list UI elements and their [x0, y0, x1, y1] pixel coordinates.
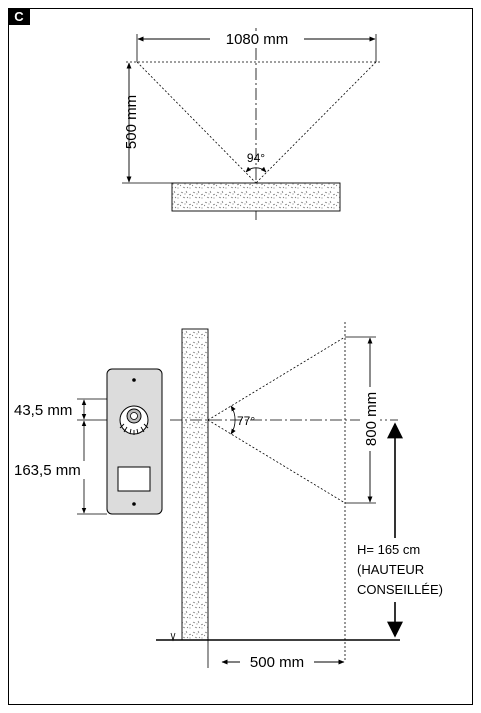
- offset-body-label: 163,5 mm: [14, 462, 81, 479]
- distance-label-bg: [240, 654, 314, 670]
- offset-body-label-bg: [12, 461, 102, 479]
- door-panel: [106, 368, 163, 515]
- install-height-line1: H= 165 cm: [357, 542, 420, 557]
- height-label: 800 mm: [363, 392, 380, 446]
- angle-label-side: 77°: [237, 414, 255, 428]
- fov-lower-edge: [207, 419, 346, 504]
- ground-tick: [170, 632, 176, 642]
- depth-label: 500 mm: [123, 95, 140, 149]
- angle-label-top: 94°: [247, 151, 265, 165]
- figure-frame: [8, 8, 473, 705]
- top-wall-section: [171, 182, 341, 212]
- side-wall-section: [181, 328, 209, 641]
- fov-left-edge: [136, 61, 257, 184]
- panel-screw-bottom: [132, 502, 136, 506]
- name-plate: [117, 466, 151, 492]
- panel-screw-top: [132, 378, 136, 382]
- fov-upper-edge: [207, 336, 346, 421]
- install-height-label-bg: [352, 538, 450, 602]
- distance-label: 500 mm: [250, 654, 304, 671]
- side-view: 77° 800 mm H= 165 cm (HAUTEUR CONSEILLÉE…: [12, 322, 450, 671]
- camera-lens-icon: [130, 412, 138, 420]
- top-view: 1080 mm 500 mm 94°: [122, 28, 380, 222]
- figure-badge: C: [8, 8, 30, 25]
- install-height-line3: CONSEILLÉE): [357, 582, 443, 597]
- height-label-bg: [360, 387, 380, 451]
- width-label-bg: [210, 31, 304, 47]
- offset-top-label: 43,5 mm: [14, 402, 72, 419]
- width-label: 1080 mm: [226, 31, 289, 48]
- install-height-line2: (HAUTEUR: [357, 562, 424, 577]
- angle-arc-side: [230, 405, 236, 435]
- angle-arc-top: [245, 166, 267, 173]
- panel-body: [106, 368, 163, 515]
- fov-right-edge: [255, 61, 377, 184]
- grille-slots: [119, 423, 149, 435]
